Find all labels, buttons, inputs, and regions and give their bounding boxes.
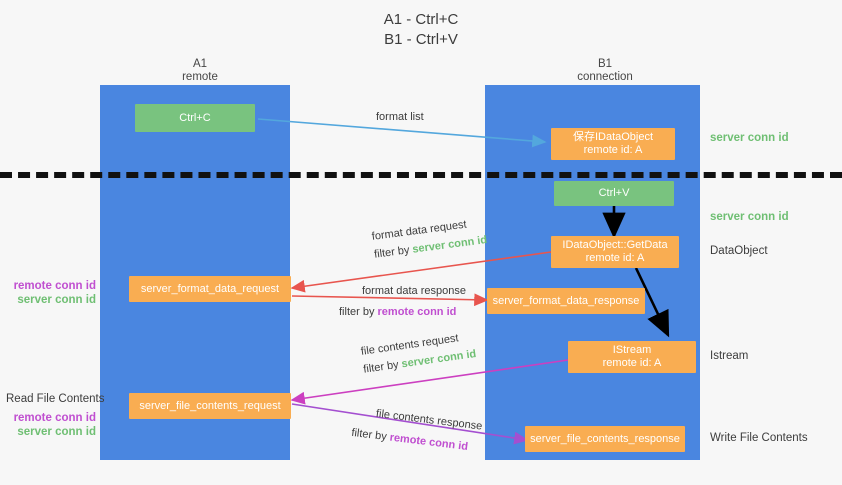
node-getdata-line2: remote id: A [585,252,645,264]
right-label-dataobject: DataObject [710,245,768,257]
node-save-dataobject[interactable]: 保存IDataObject remote id: A [551,128,675,160]
node-server-format-data-response-label: server_format_data_response [492,294,640,307]
node-getdata[interactable]: IDataObject::GetData remote id: A [551,236,679,268]
node-server-format-data-request[interactable]: server_format_data_request [129,276,291,302]
title-line-2: B1 - Ctrl+V [384,31,458,48]
title-line-1: A1 - Ctrl+C [383,11,459,28]
column-a1-name: A1 [192,58,208,70]
node-getdata-line1: IDataObject::GetData [562,239,668,251]
edge-label-file-contents-response-line1: file contents response [375,407,483,433]
edge-label-format-data-response: format data response filter by remote co… [339,284,466,319]
edge-label-format-data-response-line2: filter by remote conn id [339,305,466,319]
left-label-server-conn-id-2: server conn id [17,426,96,438]
filter-prefix: filter by [339,306,378,318]
node-server-file-contents-request[interactable]: server_file_contents_request [129,393,291,419]
filter-prefix: filter by [362,358,403,376]
right-label-server-conn-id-top: server conn id [710,132,789,144]
column-a1-role: remote [182,71,218,83]
edge-label-file-contents-request: file contents request filter by server c… [360,329,477,377]
node-server-format-data-response[interactable]: server_format_data_response [487,288,645,314]
right-label-server-conn-id-mid: server conn id [710,211,789,223]
edge-label-file-contents-response: file contents response filter by remote … [351,404,483,455]
node-save-dataobject-line1: 保存IDataObject [572,131,654,143]
filter-prefix: filter by [373,243,414,261]
edge-label-format-data-request: format data request filter by server con… [371,215,488,262]
column-b1-name: B1 [597,58,613,70]
column-header-a1: A1 remote [140,58,260,84]
node-istream-line1: IStream [612,344,652,356]
left-label-group-1: remote conn id server conn id [8,279,96,307]
edge-label-format-data-response-line1: format data response [362,285,466,297]
right-label-istream: Istream [710,350,749,362]
left-label-remote-conn-id-2: remote conn id [13,412,96,424]
node-save-dataobject-line2: remote id: A [583,144,643,156]
left-label-group-2: remote conn id server conn id [8,411,96,439]
node-server-file-contents-response-label: server_file_contents_response [530,432,680,445]
column-header-b1: B1 connection [540,58,670,84]
edge-label-format-list: format list [376,111,424,123]
left-label-remote-conn-id-1: remote conn id [13,280,96,292]
node-ctrl-c[interactable]: Ctrl+C [135,104,255,132]
right-label-write-file-contents: Write File Contents [710,432,808,444]
filter-prefix: filter by [350,426,391,444]
node-istream-line2: remote id: A [602,357,662,369]
node-ctrl-c-label: Ctrl+C [179,111,211,124]
node-server-format-data-request-label: server_format_data_request [140,282,280,295]
filter-key-remote-conn-id: remote conn id [377,306,457,318]
node-server-file-contents-response[interactable]: server_file_contents_response [525,426,685,452]
node-istream[interactable]: IStream remote id: A [568,341,696,373]
filter-key-remote-conn-id: remote conn id [388,431,469,454]
node-ctrl-v-label: Ctrl+V [598,187,630,199]
diagram-title: A1 - Ctrl+C B1 - Ctrl+V [0,10,842,50]
left-label-server-conn-id-1: server conn id [17,294,96,306]
left-label-read-file-contents: Read File Contents [6,393,105,405]
column-b1-role: connection [577,71,633,83]
node-ctrl-v[interactable]: Ctrl+V [554,181,674,206]
phase-divider [0,172,842,178]
node-server-file-contents-request-label: server_file_contents_request [139,399,281,412]
